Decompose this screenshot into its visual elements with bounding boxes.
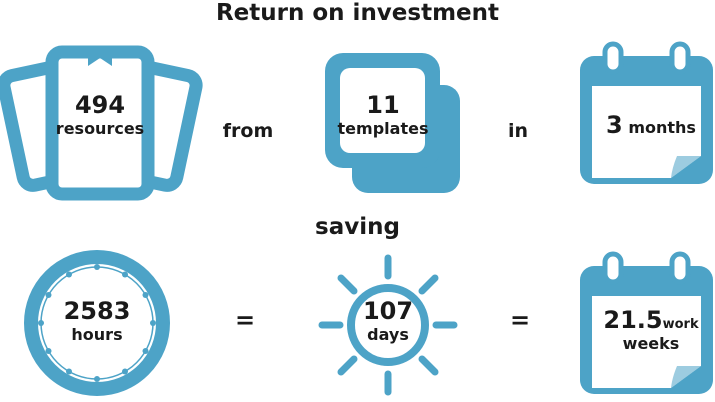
- templates-unit: templates: [337, 118, 429, 138]
- equals-sign: =: [509, 306, 531, 334]
- days-value: 107: [362, 297, 414, 325]
- days-stat: 107 days: [348, 297, 428, 344]
- calendar-icon: [580, 251, 713, 394]
- duration-unit: months: [628, 118, 696, 137]
- equals-sign: =: [234, 306, 256, 334]
- sun-icon: [318, 254, 458, 396]
- calendar-icon: [580, 41, 713, 184]
- resources-stat: 494 resources: [55, 91, 145, 138]
- duration-stat: 3 months: [592, 111, 710, 140]
- page-title: Return on investment: [215, 0, 500, 26]
- stacked-pages-icon: [325, 53, 460, 193]
- weeks-unit-weeks: weeks: [622, 333, 680, 353]
- hours-value: 2583: [63, 297, 131, 325]
- from-label: from: [222, 120, 274, 142]
- weeks-value: 21.5: [603, 306, 663, 334]
- duration-value: 3: [606, 111, 623, 139]
- saving-label: saving: [315, 214, 400, 240]
- hours-stat: 2583 hours: [50, 297, 144, 344]
- days-unit: days: [367, 324, 409, 344]
- templates-stat: 11 templates: [328, 91, 438, 138]
- clock-icon: [24, 250, 170, 396]
- cards-icon: [0, 45, 203, 201]
- hours-unit: hours: [71, 324, 123, 344]
- weeks-unit-work: work: [662, 317, 699, 332]
- resources-unit: resources: [55, 118, 145, 138]
- in-label: in: [507, 120, 529, 142]
- templates-value: 11: [366, 91, 400, 119]
- resources-value: 494: [74, 91, 126, 119]
- weeks-stat: 21.5work weeks: [592, 306, 710, 353]
